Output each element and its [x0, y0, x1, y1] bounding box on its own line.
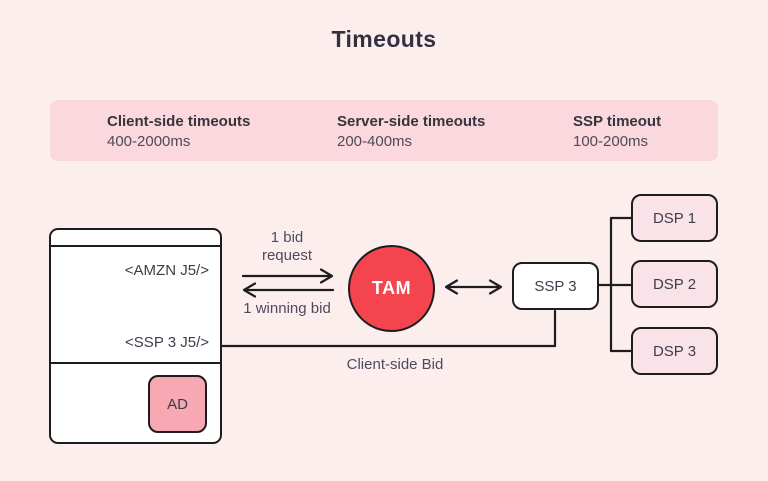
- bidirectional-arrow: [444, 279, 503, 295]
- browser-window: <AMZN J5/> <SSP 3 J5/> AD: [49, 228, 222, 444]
- dsp1-node: DSP 1: [631, 194, 718, 242]
- ssp-timeout-label: SSP timeout: [573, 113, 662, 130]
- page-title: Timeouts: [331, 26, 437, 52]
- ssp3-node: SSP 3: [512, 262, 599, 310]
- ssp-dsp-connector: [597, 216, 633, 353]
- ad-slot: AD: [148, 375, 207, 433]
- amzn-script-tag: <AMZN J5/>: [124, 262, 209, 279]
- server-side-timeouts-value: 200-400ms: [337, 133, 413, 150]
- browser-topbar: [51, 230, 220, 247]
- ssp-timeout-item: SSP timeout 100-200ms: [573, 112, 661, 152]
- bid-request-label: 1 bid request: [261, 229, 313, 264]
- client-side-timeouts-item: Client-side timeouts 400-2000ms: [107, 112, 250, 152]
- winning-bid-label: 1 winning bid: [243, 300, 331, 317]
- server-side-timeouts-item: Server-side timeouts 200-400ms: [337, 112, 485, 152]
- client-side-bid-label: Client-side Bid: [346, 356, 444, 373]
- server-side-timeouts-label: Server-side timeouts: [337, 113, 486, 130]
- ssp-timeout-value: 100-200ms: [573, 133, 649, 150]
- bid-request-arrow: [241, 268, 334, 284]
- ssp-script-tag: <SSP 3 J5/>: [125, 334, 209, 351]
- client-side-timeouts-label: Client-side timeouts: [107, 113, 251, 130]
- timeouts-banner: Client-side timeouts 400-2000ms Server-s…: [50, 100, 718, 161]
- client-side-bid-connector: [220, 309, 557, 348]
- tam-node: TAM: [348, 245, 435, 332]
- dsp2-node: DSP 2: [631, 260, 718, 308]
- dsp3-node: DSP 3: [631, 327, 718, 375]
- winning-bid-arrow: [242, 282, 335, 298]
- client-side-timeouts-value: 400-2000ms: [107, 133, 191, 150]
- browser-divider: [51, 362, 220, 364]
